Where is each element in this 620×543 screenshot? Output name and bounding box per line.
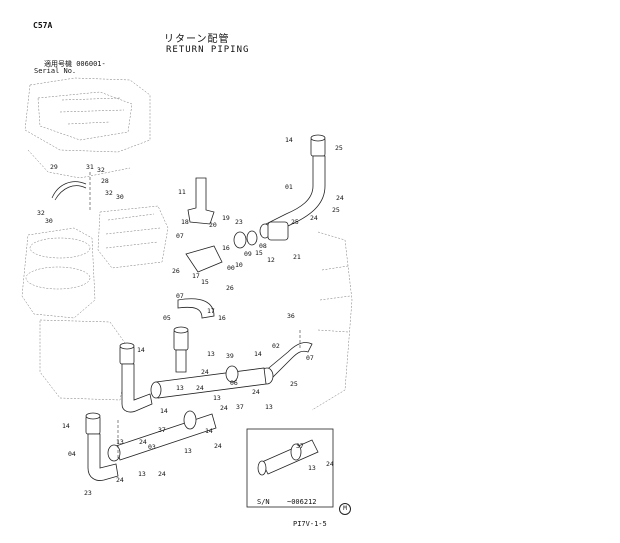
- callout: 18: [181, 218, 189, 226]
- callout: 08: [259, 242, 267, 250]
- callout: 10: [235, 261, 243, 269]
- callout: 24: [196, 384, 204, 392]
- page-reference: PI7V-1-5: [293, 520, 327, 528]
- callout: 24: [220, 404, 228, 412]
- callout: 14: [285, 136, 293, 144]
- callout: 15: [255, 249, 263, 257]
- callout: 25: [332, 206, 340, 214]
- callout-labels: 14 25 01 24 25 11 29 31 32 28 32 30 32 3…: [37, 136, 344, 497]
- callout: 11: [178, 188, 186, 196]
- callout: 24: [116, 476, 124, 484]
- callout: 37: [296, 442, 304, 450]
- callout: 14: [254, 350, 262, 358]
- callout: 07: [306, 354, 314, 362]
- callout: 17: [192, 272, 200, 280]
- hose-29: [51, 181, 87, 199]
- callout: 24: [326, 460, 334, 468]
- bracket-07: [185, 245, 223, 273]
- callout: 25: [335, 144, 343, 152]
- bracket-11: [187, 177, 215, 225]
- callout: 13: [265, 403, 273, 411]
- inset-serial-value: ~006212: [287, 498, 317, 506]
- inset-callouts: 37 13 24: [296, 442, 334, 472]
- callout: 03: [148, 443, 156, 451]
- callout: 14: [137, 346, 145, 354]
- callout: 07: [176, 232, 184, 240]
- machine-outline: [24, 77, 151, 179]
- callout: 21: [293, 253, 301, 261]
- inset-serial-label: S/N: [257, 498, 270, 506]
- callout: 24: [252, 388, 260, 396]
- callout: 24: [336, 194, 344, 202]
- callout: 24: [158, 470, 166, 478]
- callout: 32: [37, 209, 45, 217]
- serial-label-english: Serial No.: [34, 67, 77, 75]
- callout: 25: [290, 380, 298, 388]
- callout: 32: [105, 189, 113, 197]
- callout: 37: [158, 426, 166, 434]
- pipe-04: [85, 412, 119, 481]
- callout: 12: [267, 256, 275, 264]
- callout: 14: [160, 407, 168, 415]
- callout: 13: [207, 350, 215, 358]
- callout: 00: [227, 264, 235, 272]
- callout: 15: [201, 278, 209, 286]
- callout: 17: [207, 307, 215, 315]
- callout: 14: [62, 422, 70, 430]
- title-japanese: リターン配管: [164, 34, 230, 45]
- fitting-09: [233, 221, 289, 249]
- callout: 05: [163, 314, 171, 322]
- callout: 04: [68, 450, 76, 458]
- callout: 25: [291, 218, 299, 226]
- callout: 09: [244, 250, 252, 258]
- callout: 24: [310, 214, 318, 222]
- callout: 30: [116, 193, 124, 201]
- callout: 20: [209, 221, 217, 229]
- callout: 24: [201, 368, 209, 376]
- pump-assembly: [21, 205, 353, 411]
- callout: 23: [84, 489, 92, 497]
- callout: 28: [101, 177, 109, 185]
- callout: 13: [213, 394, 221, 402]
- callout: 26: [226, 284, 234, 292]
- inset-box: [246, 428, 334, 508]
- callout: 19: [222, 214, 230, 222]
- callout: 37: [236, 403, 244, 411]
- callout: 24: [139, 438, 147, 446]
- pipe-03: [107, 410, 217, 462]
- callout: 13: [308, 464, 316, 472]
- callout: 29: [50, 163, 58, 171]
- callout: 13: [176, 384, 184, 392]
- callout: 26: [172, 267, 180, 275]
- callout: 01: [285, 183, 293, 191]
- callout: 13: [184, 447, 192, 455]
- callout: 13: [116, 438, 124, 446]
- callout: 36: [287, 312, 295, 320]
- callout: 23: [235, 218, 243, 226]
- diagram-code: C57A: [33, 21, 53, 30]
- circled-mark: M: [339, 503, 351, 515]
- callout: 06: [230, 379, 238, 387]
- pipe-06: [150, 365, 267, 399]
- callout: 16: [218, 314, 226, 322]
- callout: 32: [97, 166, 105, 174]
- hose-02: [260, 342, 313, 385]
- callout: 30: [45, 217, 53, 225]
- callout: 31: [86, 163, 94, 171]
- pipe-05: [173, 298, 215, 373]
- inset-pipe-37: [257, 439, 319, 476]
- callout: 13: [138, 470, 146, 478]
- title-english: RETURN PIPING: [166, 45, 250, 55]
- callout: 16: [222, 244, 230, 252]
- serial-label-japanese: 適用号機 006001-: [44, 60, 106, 68]
- callout: 14: [205, 427, 213, 435]
- callout: 07: [176, 292, 184, 300]
- callout: 39: [226, 352, 234, 360]
- callout: 24: [214, 442, 222, 450]
- pipe-14-upper: [119, 342, 153, 413]
- callout: 02: [272, 342, 280, 350]
